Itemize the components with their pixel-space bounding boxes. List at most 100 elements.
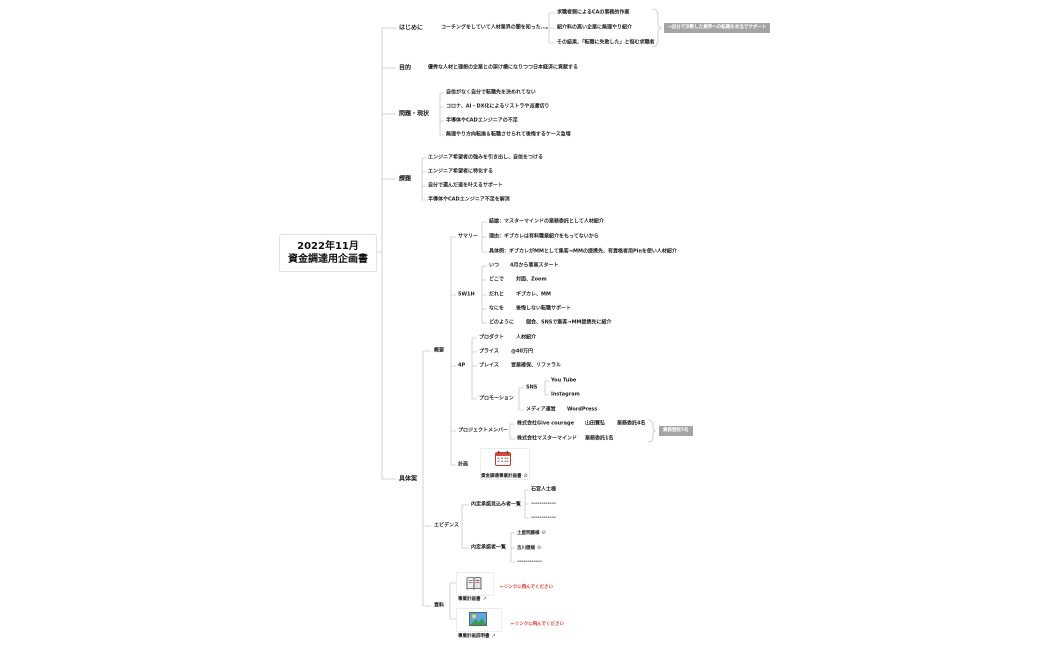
p4-place-value[interactable]: 営業確保、リファラル <box>511 362 562 369</box>
kadai-item[interactable]: 自分で選んだ道を叶えるサポート <box>428 182 503 189</box>
shiryo-a-link[interactable]: 事業計画書↗ <box>458 596 487 602</box>
calendar-icon <box>495 451 511 466</box>
w5h1-what-value[interactable]: 後悔しない転職サポート <box>516 305 572 312</box>
kadai-item[interactable]: 半導体やCADエンジニア不足を解消 <box>428 196 510 203</box>
mondai-item[interactable]: コロナ、AI・DX化によるリストラや派遣切り <box>446 103 550 110</box>
p4-price-value[interactable]: @40万円 <box>511 348 533 355</box>
p4-promotion[interactable]: プロモーション <box>479 395 514 402</box>
evidence-prospects[interactable]: 内定承諾見込み者一覧 <box>471 501 522 508</box>
w5h1-who-value[interactable]: ギブカレ、MM <box>516 291 551 298</box>
gaiyo-topic[interactable]: 概要 <box>434 347 445 354</box>
hajimeni-item[interactable]: 求職者側によるCAの事務的作業 <box>557 9 630 16</box>
connector-line <box>461 504 469 549</box>
topic-gutaian[interactable]: 具体案 <box>399 475 418 483</box>
w5h1-when-value[interactable]: 4月から事業スタート <box>510 262 559 269</box>
accepted-item[interactable]: ------------ <box>517 558 542 565</box>
promotion-media[interactable]: メディア運営 <box>526 406 556 413</box>
member-summary-note[interactable]: 業務委託5名 <box>659 426 693 436</box>
sns-instagram[interactable]: Instagram <box>551 391 580 398</box>
mondai-item[interactable]: 半導体やCADエンジニアの不足 <box>446 117 518 124</box>
summary-item[interactable]: 理由：ギブカレは有料職業紹介をもってないから <box>489 233 599 240</box>
topic-mondai[interactable]: 問題・現状 <box>399 110 430 118</box>
external-link-icon: ↗ <box>491 633 496 639</box>
connector-line <box>548 12 555 44</box>
mokuteki-item[interactable]: 優秀な人材と理想の企業との架け橋になりつつ日本経済に貢献する <box>428 64 579 71</box>
evidence-topic[interactable]: エビデンス <box>434 522 459 529</box>
p4-product[interactable]: プロダクト <box>479 334 505 341</box>
shiryo-b-link[interactable]: 事業計画説明書↗ <box>458 633 496 639</box>
external-link-icon: ↗ <box>482 596 487 602</box>
member-mastermind-contractors[interactable]: 業務委託1名 <box>585 435 614 442</box>
summary-brace <box>651 8 663 48</box>
connector-line <box>439 92 444 136</box>
shiryo-topic[interactable]: 資料 <box>434 602 445 609</box>
root-title-year: 2022年11月 <box>297 241 359 252</box>
connector-line <box>524 489 529 519</box>
prospect-item[interactable]: ------------ <box>531 500 556 507</box>
connector-line <box>509 423 515 440</box>
summary-item[interactable]: 具体例：ギブカレがMMとして集客→MMの提携先、有資格者用Pinを使い人材紹介 <box>489 248 677 255</box>
w5h1-where-value[interactable]: 対面、Zoom <box>516 276 547 283</box>
summary-item[interactable]: 結論：マスターマインドの業務委託として人材紹介 <box>489 218 604 225</box>
w5h1-when[interactable]: いつ <box>489 262 500 269</box>
connector-line <box>510 532 515 563</box>
accepted-item[interactable]: 土屋明藤様⊘ <box>517 530 546 536</box>
hajimeni-item[interactable]: 紹介料の高い企業に無理やり紹介 <box>557 24 633 31</box>
prospect-item[interactable]: ------------ <box>531 514 556 521</box>
connector-line <box>449 582 456 620</box>
shiryo-b-instruction: ←リンクに飛んでください <box>511 622 565 627</box>
connector-line <box>481 221 487 253</box>
summary-topic[interactable]: サマリー <box>458 233 479 240</box>
p4-place[interactable]: プレイス <box>479 362 499 369</box>
connector-line <box>481 265 487 324</box>
shiryo-a-title: 事業計画書 <box>458 597 481 602</box>
connector-line <box>422 350 431 607</box>
topic-kadai[interactable]: 課題 <box>399 175 412 183</box>
p4-topic[interactable]: 4P <box>458 362 466 369</box>
prospect-item[interactable]: 石宮人士様 <box>531 486 557 493</box>
p4-price[interactable]: プライス <box>479 348 499 355</box>
hajimeni-item[interactable]: その結果、「転職に失敗した」と悩む求職者 <box>557 39 655 46</box>
kadai-item[interactable]: エンジニア希望者に特化する <box>428 168 494 175</box>
promotion-sns[interactable]: SNS <box>526 384 538 391</box>
shiryo-b-title: 事業計画説明書 <box>458 634 490 639</box>
connector-line <box>544 380 549 396</box>
w5h1-topic[interactable]: 5W1H <box>458 291 475 298</box>
connector-line <box>421 157 426 201</box>
member-topic[interactable]: プロジェクトメンバー <box>458 427 509 434</box>
book-icon <box>466 576 482 590</box>
sns-youtube[interactable]: You Tube <box>551 377 577 384</box>
paperclip-icon: ⊘ <box>537 545 542 551</box>
shiryo-a-instruction: ←リンクに飛んでください <box>500 585 554 590</box>
mondai-item[interactable]: 自信がなく自分で転職先を決めれてない <box>446 89 536 96</box>
keikaku-topic[interactable]: 計画 <box>458 461 469 468</box>
keikaku-doc-title: 資金調達事業計画書 <box>481 474 522 479</box>
w5h1-how-value[interactable]: 個会、SNSで集客→MM提携先に紹介 <box>526 319 612 326</box>
evidence-accepted[interactable]: 内定承諾者一覧 <box>471 544 507 551</box>
topic-hajimeni[interactable]: はじめに <box>399 24 424 32</box>
w5h1-who[interactable]: だれと <box>489 291 505 298</box>
w5h1-how[interactable]: どのように <box>489 319 515 326</box>
kadai-item[interactable]: エンジニア希望者の強みを引き出し、自信をつける <box>428 154 544 161</box>
member-mastermind[interactable]: 株式会社マスターマインド <box>517 435 578 442</box>
keikaku-doc-link[interactable]: 資金調達事業計画書⊘ <box>481 473 528 479</box>
member-give-person[interactable]: 山田賢弘 <box>585 420 606 427</box>
topic-mokuteki[interactable]: 目的 <box>399 64 412 72</box>
member-give-contractors[interactable]: 業務委託4名 <box>617 420 646 427</box>
summary-brace <box>647 419 657 443</box>
paperclip-icon: ⊘ <box>541 530 546 536</box>
mondai-item[interactable]: 無理やり方向転換＆転職させられて後悔するケース急増 <box>446 131 571 138</box>
connector-line <box>381 27 396 480</box>
p4-product-value[interactable]: 人材紹介 <box>516 334 537 341</box>
hajimeni-intro[interactable]: コーチングをしていて人材業界の闇を知った…。 <box>441 24 551 31</box>
media-wordpress[interactable]: WordPress <box>567 406 598 413</box>
connector-line <box>450 236 456 466</box>
w5h1-what[interactable]: なにを <box>489 305 505 312</box>
w5h1-where[interactable]: どこで <box>489 276 504 283</box>
accepted-item[interactable]: 吉川健様⊘ <box>517 545 541 551</box>
member-give-courage[interactable]: 株式会社Give courage <box>517 420 574 427</box>
root-topic[interactable]: 2022年11月 資金調達用企画書 <box>279 234 377 272</box>
hajimeni-summary-note[interactable]: →自分で決断した業界への転職を本当でサポート <box>664 23 771 33</box>
